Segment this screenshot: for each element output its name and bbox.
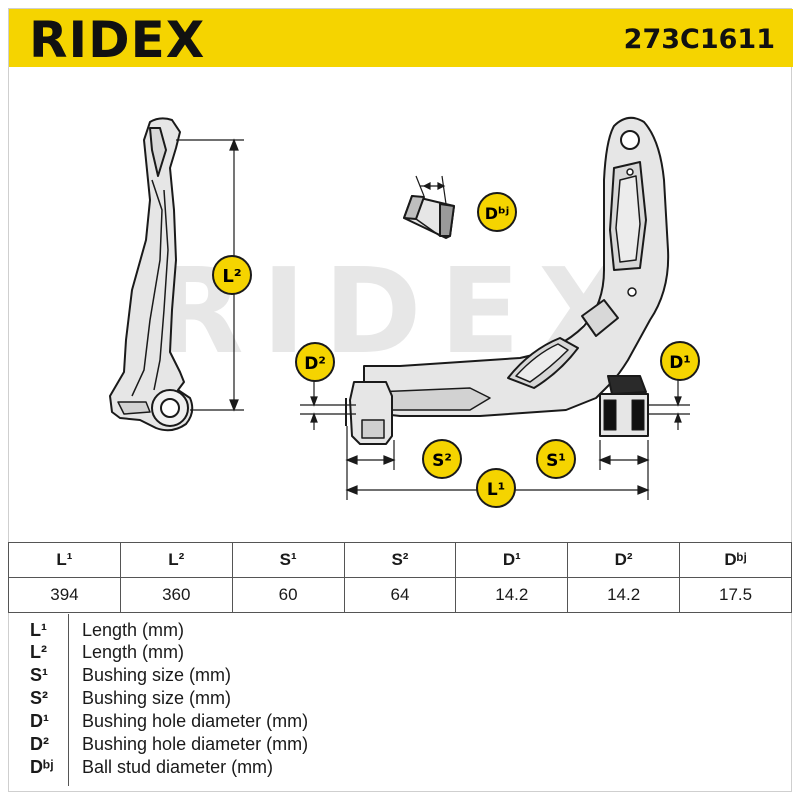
header-bar: RIDEX 273C1611 xyxy=(9,9,793,69)
legend-item: D² Bushing hole diameter (mm) xyxy=(8,734,792,756)
header-l1: L¹ xyxy=(8,542,121,578)
legend-symbol: D¹ xyxy=(30,711,49,731)
legend-description: Bushing hole diameter (mm) xyxy=(82,711,309,731)
legend-item: S¹ Bushing size (mm) xyxy=(8,665,792,687)
bubble-l2: L² xyxy=(212,255,252,295)
technical-drawing: RIDEX L² Dᵇʲ xyxy=(109,116,700,508)
dimension-d1 xyxy=(648,380,690,430)
bubble-d2: D² xyxy=(295,342,335,382)
bubble-s2: S² xyxy=(422,439,462,479)
bubble-l1: L¹ xyxy=(476,468,516,508)
control-arm-front-view xyxy=(363,116,670,417)
header-d1: D¹ xyxy=(455,542,569,578)
legend-item: D¹ Bushing hole diameter (mm) xyxy=(8,711,792,733)
value-d2: 14.2 xyxy=(567,577,681,613)
header-d2: D² xyxy=(567,542,681,578)
svg-text:L¹: L¹ xyxy=(487,480,505,500)
bubble-dbj: Dᵇʲ xyxy=(477,192,517,232)
legend-symbol: S¹ xyxy=(30,665,48,685)
bubble-d1: D¹ xyxy=(660,341,700,381)
brand-logo: RIDEX xyxy=(29,11,206,69)
legend-symbol: L² xyxy=(30,642,47,662)
spec-table: L¹ L² S¹ S² D¹ D² Dᵇʲ 394 360 60 64 14.2… xyxy=(8,542,792,613)
legend-divider xyxy=(68,614,69,786)
value-s2: 64 xyxy=(343,577,457,613)
svg-text:D¹: D¹ xyxy=(669,353,691,373)
legend-symbol: D² xyxy=(30,734,49,754)
ball-stud xyxy=(403,195,455,239)
legend-description: Bushing size (mm) xyxy=(82,665,232,685)
value-l1: 394 xyxy=(8,577,121,613)
value-d1: 14.2 xyxy=(455,577,569,613)
header-s2: S² xyxy=(343,542,457,578)
svg-text:L²: L² xyxy=(222,266,241,287)
legend-item: L² Length (mm) xyxy=(8,642,792,664)
legend-description: Bushing size (mm) xyxy=(82,688,232,708)
header-l2: L² xyxy=(119,542,233,578)
drawing-frame: RIDEX 273C1611 xyxy=(8,8,793,792)
legend-description: Ball stud diameter (mm) xyxy=(82,757,274,777)
dimension-d2 xyxy=(300,378,356,430)
front-bushing xyxy=(599,375,649,437)
spec-table-header-row: L¹ L² S¹ S² D¹ D² Dᵇʲ xyxy=(8,542,792,578)
value-l2: 360 xyxy=(119,577,233,613)
dimension-dbj xyxy=(415,175,447,205)
svg-text:Dᵇʲ: Dᵇʲ xyxy=(485,204,509,223)
value-s1: 60 xyxy=(231,577,345,613)
header-dbj: Dᵇʲ xyxy=(679,542,792,578)
legend: L¹ Length (mm) L² Length (mm) S¹ Bushing… xyxy=(8,608,792,792)
legend-symbol: Dᵇʲ xyxy=(30,757,54,777)
legend-description: Length (mm) xyxy=(82,642,185,662)
part-number: 273C1611 xyxy=(623,24,775,55)
side-view-arm xyxy=(109,117,194,432)
legend-item: Dᵇʲ Ball stud diameter (mm) xyxy=(8,757,792,779)
svg-text:S¹: S¹ xyxy=(546,451,566,471)
svg-text:S²: S² xyxy=(432,451,452,471)
legend-item: L¹ Length (mm) xyxy=(8,620,792,642)
spec-table-value-row: 394 360 60 64 14.2 14.2 17.5 xyxy=(8,577,792,613)
svg-text:D²: D² xyxy=(304,354,326,374)
legend-symbol: L¹ xyxy=(30,620,47,640)
header-s1: S¹ xyxy=(231,542,345,578)
legend-description: Length (mm) xyxy=(82,620,185,640)
legend-symbol: S² xyxy=(30,688,48,708)
bubble-s1: S¹ xyxy=(536,439,576,479)
legend-description: Bushing hole diameter (mm) xyxy=(82,734,309,754)
value-dbj: 17.5 xyxy=(679,577,792,613)
legend-item: S² Bushing size (mm) xyxy=(8,688,792,710)
rear-bushing xyxy=(345,381,393,445)
